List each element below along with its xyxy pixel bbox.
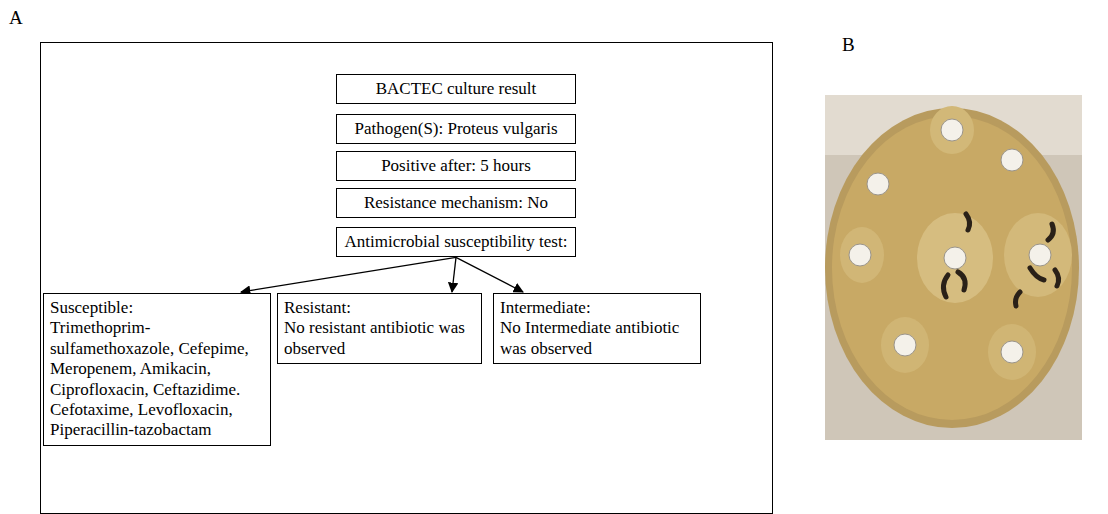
result-box: Intermediate:No Intermediate antibiotic … [493,293,701,364]
panel-letter: B [842,34,855,56]
arrow-connector [452,257,456,292]
dark-growth [1055,270,1059,286]
antibiotic-disc [867,173,889,195]
process-box: Antimicrobial susceptibility test: [336,227,576,257]
antibiotic-disc [894,334,916,356]
inhibition-zone [988,324,1036,380]
antibiotic-disc [941,119,963,141]
panel-frame: ABACTEC culture resultPathogen(S): Prote… [40,42,773,514]
antibiotic-disc [1001,149,1023,171]
inhibition-zone [1004,213,1072,297]
process-box: Resistance mechanism: No [336,188,576,218]
process-box: Pathogen(S): Proteus vulgaris [336,114,576,144]
photo-background [825,95,1082,155]
box-body: No resistant antibiotic was observed [284,318,475,359]
box-heading: Antimicrobial susceptibility test: [343,232,569,252]
box-body: Trimethoprim- sulfamethoxazole, Cefepime… [50,318,264,440]
antibiotic-disc [849,244,871,266]
box-heading: Resistance mechanism: No [343,193,569,213]
box-heading: BACTEC culture result [343,79,569,99]
process-box: BACTEC culture result [336,74,576,104]
dark-growth [958,272,965,290]
process-box: Positive after: 5 hours [336,151,576,181]
box-heading: Susceptible: [50,298,264,318]
antibiotic-disc [1029,244,1051,266]
box-heading: Intermediate: [500,298,694,318]
dish-rim [825,108,1079,428]
panel-letter: A [9,7,23,30]
dark-growth [1016,292,1021,306]
dark-growth [943,275,948,297]
antibiotic-disc [944,247,966,269]
dark-growth [966,214,970,230]
inhibition-zone [840,227,884,283]
box-heading: Positive after: 5 hours [343,156,569,176]
photo-background [825,95,1082,440]
antibiotic-disc [1001,341,1023,363]
result-box: Resistant:No resistant antibiotic was ob… [277,293,482,364]
box-heading: Pathogen(S): Proteus vulgaris [343,119,569,139]
dark-growth [1030,268,1044,280]
result-box: Susceptible:Trimethoprim- sulfamethoxazo… [43,293,271,446]
box-heading: Resistant: [284,298,475,318]
inhibition-zone [881,317,929,373]
dark-growth [1048,224,1053,240]
box-body: No Intermediate antibiotic was observed [500,318,694,359]
arrow-connector [241,257,456,292]
inhibition-zone [917,213,993,303]
agar [832,116,1072,420]
arrow-connector [456,257,523,292]
inhibition-zone [930,106,974,154]
